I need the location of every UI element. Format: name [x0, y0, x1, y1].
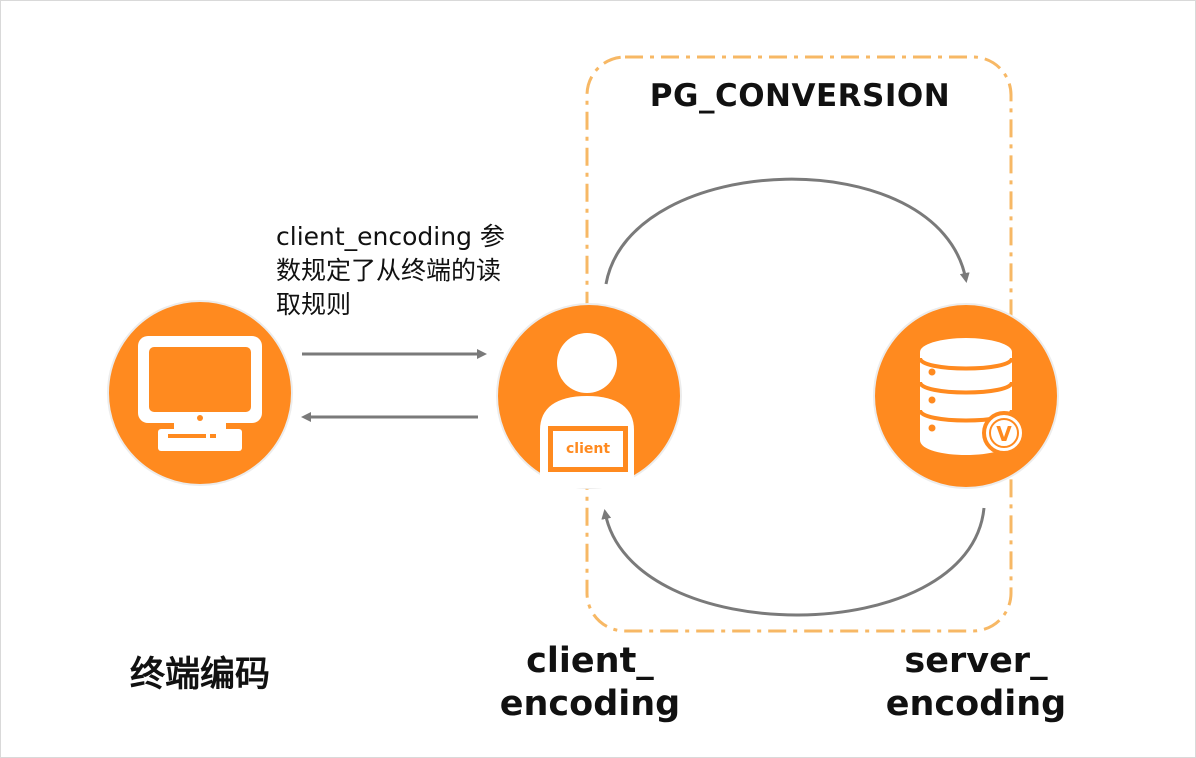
client-encoding-label-line-1: client_: [526, 641, 654, 681]
arrow-client-to-server: [604, 177, 970, 285]
monitor-icon: [138, 336, 262, 451]
client-encoding-label-line-2: encoding: [499, 684, 681, 724]
server-encoding-label-line-2: encoding: [885, 684, 1067, 724]
version-badge-text: V: [996, 422, 1012, 446]
server-node: V: [873, 303, 1059, 489]
client-encoding-description: client_encoding 参 数规定了从终端的读 取规则: [276, 220, 546, 322]
client-node: client: [496, 303, 682, 489]
user-icon: client: [540, 333, 634, 488]
group-title: PG_CONVERSION: [649, 78, 951, 114]
description-line-3: 取规则: [276, 290, 352, 319]
server-encoding-label-line-1: server_: [904, 641, 1048, 681]
server-encoding-label: server_ encoding: [866, 640, 1086, 726]
description-line-1: client_encoding 参: [276, 222, 505, 251]
client-tag-text: client: [566, 441, 610, 457]
arrow-server-to-client: [601, 507, 986, 617]
description-line-2: 数规定了从终端的读: [276, 256, 502, 285]
client-encoding-label: client_ encoding: [480, 640, 700, 726]
terminal-encoding-label: 终端编码: [129, 655, 270, 695]
version-badge: V: [982, 411, 1026, 455]
terminal-node: [107, 300, 293, 486]
